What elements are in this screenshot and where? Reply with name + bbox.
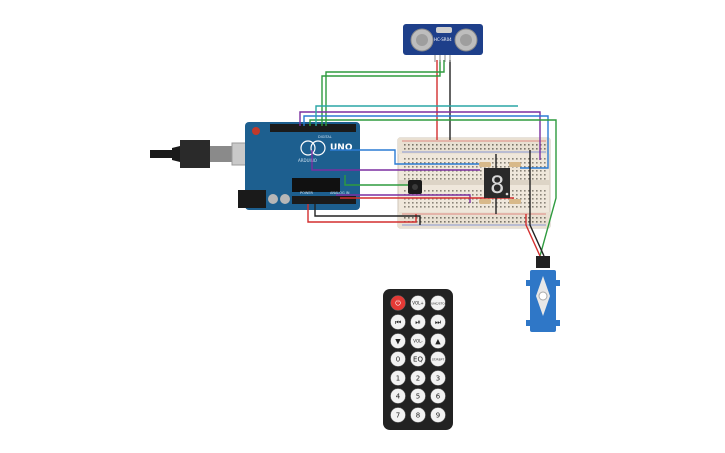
remote-button-power[interactable]: ⏻ <box>390 295 406 311</box>
board-model-label: UNO <box>330 143 353 153</box>
seven-segment-display[interactable]: 8 <box>484 168 510 199</box>
remote-button-nine[interactable]: 9 <box>430 407 446 423</box>
remote-button-three[interactable]: 3 <box>430 370 446 386</box>
remote-button-label: FUNC/STOP <box>429 302 446 306</box>
wire-teal-top <box>315 105 518 126</box>
wire-green-mid <box>344 175 410 186</box>
remote-button-label: ⏭ <box>435 319 442 327</box>
remote-button-six[interactable]: 6 <box>430 388 446 404</box>
remote-button-label: VOL- <box>413 339 423 344</box>
wires <box>299 60 557 257</box>
digital-header <box>270 124 356 132</box>
remote-button-label: ▼ <box>395 338 401 346</box>
wire-gnd <box>314 204 421 225</box>
remote-button-one[interactable]: 1 <box>390 370 406 386</box>
remote-button-eight[interactable]: 8 <box>410 407 426 423</box>
remote-button-seven[interactable]: 7 <box>390 407 406 423</box>
power-label: POWER <box>300 191 314 195</box>
remote-button-label: 7 <box>396 412 400 420</box>
board-brand-label: ARDUINO <box>298 158 317 163</box>
wire-purple-top <box>299 111 541 160</box>
analog-power-header <box>292 196 356 204</box>
wire-servo-signal <box>309 119 557 257</box>
remote-button-two[interactable]: 2 <box>410 370 426 386</box>
resistors <box>479 162 521 204</box>
resistor <box>479 199 491 204</box>
wire-purple-mid <box>311 150 480 171</box>
display-digit: 8 <box>490 171 504 199</box>
arduino-logo-icon <box>300 140 316 156</box>
resistor <box>509 162 521 167</box>
remote-button-func-stop[interactable]: FUNC/STOP <box>429 295 447 311</box>
wire-sensor-trig <box>321 60 441 126</box>
sensor-label: HC-SR04 <box>434 37 452 42</box>
wire-sensor-echo <box>325 60 445 126</box>
analog-label: ANALOG IN <box>330 191 350 195</box>
wire-blue-mid <box>330 149 482 165</box>
remote-button-up[interactable]: ▲ <box>430 333 446 349</box>
reset-button[interactable] <box>252 127 260 135</box>
remote-button-label: VOL+ <box>412 301 423 306</box>
remote-button-vol-up[interactable]: VOL+ <box>410 295 426 311</box>
atmega-chip <box>292 178 340 192</box>
remote-button-rewind[interactable]: ⏮ <box>390 314 406 330</box>
remote-button-label: ⏮ <box>395 319 401 327</box>
remote-button-vol-down[interactable]: VOL- <box>410 333 426 349</box>
ultrasonic-sensor[interactable]: HC-SR04 <box>403 24 483 62</box>
wire-purple-low <box>336 194 471 203</box>
remote-button-label: 8 <box>416 412 420 420</box>
remote-button-label: 1 <box>396 375 400 383</box>
remote-button-label: ST/REPT <box>432 358 445 362</box>
remote-button-label: 9 <box>436 412 440 420</box>
usb-plug <box>180 140 210 168</box>
wire-servo-gnd <box>529 150 545 257</box>
remote-button-label: 0 <box>396 356 400 364</box>
resistor <box>509 199 521 204</box>
wire-5v <box>307 204 417 223</box>
remote-button-label: 3 <box>436 375 440 383</box>
remote-button-play-pause[interactable]: ⏯ <box>410 314 426 330</box>
usb-cable <box>150 146 180 162</box>
resistor <box>479 162 491 167</box>
remote-button-four[interactable]: 4 <box>390 388 406 404</box>
remote-button-forward[interactable]: ⏭ <box>430 314 446 330</box>
digital-label: DIGITAL <box>318 135 332 139</box>
power-jack <box>238 190 266 208</box>
remote-button-label: 6 <box>436 393 441 401</box>
remote-button-st-rept[interactable]: ST/REPT <box>430 351 446 367</box>
remote-button-label: 5 <box>416 393 420 401</box>
remote-button-label: ▲ <box>435 338 441 346</box>
arduino-uno-board[interactable]: UNO ARDUINO POWER ANALOG IN DIGITAL <box>150 122 360 210</box>
remote-button-label: EQ <box>413 356 423 364</box>
wire-blue-top <box>303 115 549 169</box>
remote-button-label: 2 <box>416 375 420 383</box>
servo-motor[interactable] <box>526 256 560 332</box>
remote-button-eq[interactable]: EQ <box>410 351 426 367</box>
ir-receiver[interactable] <box>408 180 422 194</box>
remote-button-zero[interactable]: 0 <box>390 351 406 367</box>
remote-button-five[interactable]: 5 <box>410 388 426 404</box>
ir-remote[interactable]: ⏻ VOL+ FUNC/STOP ⏮ ⏯ ⏭ ▼ VOL- ▲ 0 EQ ST/REPT 1 2 3 4 5 6 7… <box>383 289 453 430</box>
remote-button-label: ⏯ <box>415 319 421 327</box>
remote-button-label: 4 <box>396 393 401 401</box>
remote-button-label: ⏻ <box>395 300 401 308</box>
wire-servo-vcc <box>525 214 541 257</box>
remote-button-down[interactable]: ▼ <box>390 333 406 349</box>
